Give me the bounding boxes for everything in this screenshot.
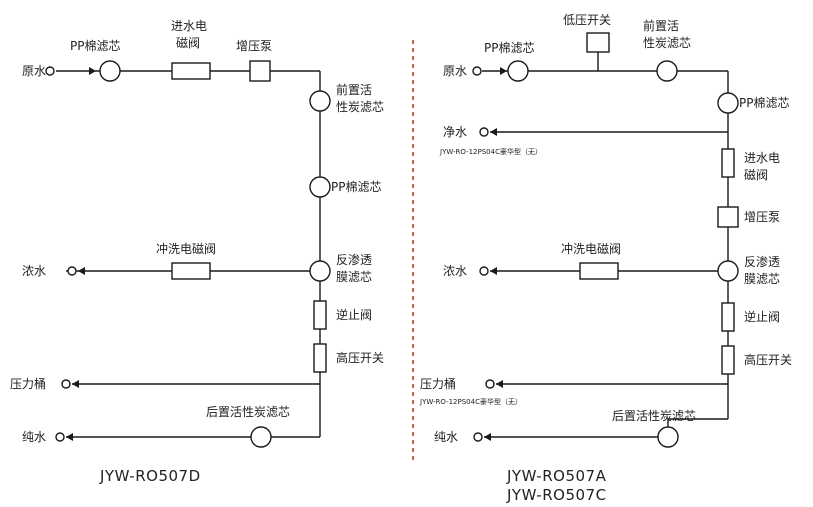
pre-carbon-filter-left	[309, 90, 331, 112]
pressure-tank-label-right: 压力桶	[420, 376, 456, 391]
inlet-valve-left	[171, 62, 211, 80]
model-label-left: JYW-RO507D	[99, 467, 201, 485]
ro-membrane-left	[309, 260, 331, 282]
ro-membrane-right	[717, 260, 739, 282]
check-valve-label-right: 逆止阀	[744, 309, 780, 324]
pre-carbon-label-2: 性炭滤芯	[336, 100, 384, 114]
pressure-tank-label: 压力桶	[10, 376, 46, 391]
hp-switch-left	[313, 343, 327, 373]
post-carbon-label-right: 后置活性炭滤芯	[612, 409, 696, 423]
concentrate-label-right: 浓水	[443, 264, 467, 278]
hp-switch-right	[721, 345, 735, 375]
pp-filter-top-left	[99, 60, 121, 82]
pp-filter-label: PP棉滤芯	[331, 180, 381, 194]
ro-membrane-label-right-1: 反渗透	[744, 254, 780, 269]
inlet-valve-label-1: 进水电	[171, 19, 207, 33]
inlet-valve-label-right-2: 磁阀	[744, 167, 768, 182]
pp-filter-top-label: PP棉滤芯	[70, 39, 120, 53]
inlet-valve-label-right-1: 进水电	[744, 151, 780, 165]
concentrate-label: 浓水	[22, 264, 46, 278]
post-carbon-label: 后置活性炭滤芯	[206, 405, 290, 419]
low-pressure-switch-label: 低压开关	[563, 13, 611, 27]
flush-valve-right	[579, 262, 619, 280]
post-carbon-filter-right	[657, 426, 679, 448]
pre-carbon-filter-right	[656, 60, 678, 82]
diagram-right: 低压开关 PP棉滤芯 前置活 性炭滤芯 原水 PP棉滤芯 净水 JYW-RO-1…	[419, 13, 792, 504]
ro-membrane-label-right-2: 膜滤芯	[744, 272, 780, 286]
inlet-valve-label-2: 磁阀	[176, 35, 200, 50]
hp-switch-label-right: 高压开关	[744, 352, 792, 367]
pp-filter-left	[309, 176, 331, 198]
ro-membrane-label-1: 反渗透	[336, 252, 372, 267]
raw-water-label: 原水	[22, 64, 46, 78]
check-valve-left	[313, 300, 327, 330]
ro-membrane-label-2: 膜滤芯	[336, 270, 372, 284]
raw-water-label-right: 原水	[443, 64, 467, 78]
pure-water-label: 纯水	[22, 430, 46, 444]
flush-valve-label-right: 冲洗电磁阀	[561, 241, 621, 256]
pp-filter-label-right: PP棉滤芯	[739, 96, 789, 110]
booster-pump-right	[717, 206, 739, 228]
pp-filter-right	[717, 92, 739, 114]
pre-carbon-label-right-2: 性炭滤芯	[643, 36, 691, 50]
check-valve-label: 逆止阀	[336, 307, 372, 322]
low-pressure-switch	[586, 32, 610, 53]
flush-valve-left	[171, 262, 211, 280]
post-carbon-filter-left	[250, 426, 272, 448]
booster-pump-left	[249, 60, 271, 82]
hp-switch-label: 高压开关	[336, 350, 384, 365]
booster-pump-label-right: 增压泵	[744, 210, 780, 224]
check-valve-right	[721, 302, 735, 332]
flush-valve-label: 冲洗电磁阀	[156, 241, 216, 256]
clean-water-note: JYW-RO-12PS04C豪华型（无）	[439, 147, 542, 156]
pure-water-label-right: 纯水	[434, 430, 458, 444]
diagram-left: 原水 PP棉滤芯 进水电 磁阀 增压泵 前置活 性炭滤芯 PP棉滤芯 冲洗电磁阀…	[10, 19, 384, 485]
pre-carbon-label-right-1: 前置活	[643, 18, 679, 33]
pp-filter-top-right	[507, 60, 529, 82]
inlet-valve-right	[721, 148, 735, 178]
model-label-c: JYW-RO507C	[506, 486, 607, 504]
pp-filter-top-label-right: PP棉滤芯	[484, 41, 534, 55]
booster-pump-label: 增压泵	[236, 39, 272, 53]
pressure-tank-note: JYW-RO-12PS04C豪华型（无）	[419, 397, 522, 406]
pre-carbon-label-1: 前置活	[336, 82, 372, 97]
model-label-a: JYW-RO507A	[506, 467, 607, 485]
clean-water-label: 净水	[443, 125, 467, 139]
